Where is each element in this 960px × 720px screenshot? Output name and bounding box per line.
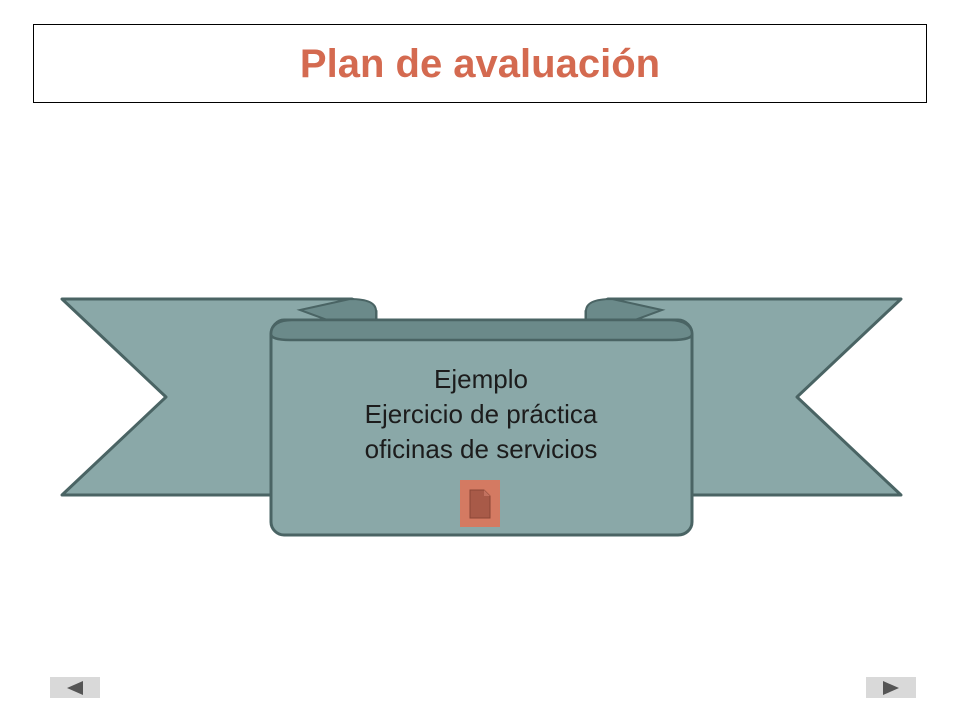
ribbon-top-curl	[269, 318, 694, 342]
banner-line-offices: oficinas de servicios	[364, 434, 598, 464]
banner-text: Ejemplo Ejercicio de práctica oficinas d…	[272, 362, 690, 467]
slide-title: Plan de avaluación	[299, 41, 661, 86]
banner-line-example: Ejemplo	[434, 364, 528, 394]
document-link-button[interactable]	[460, 480, 500, 527]
next-slide-button[interactable]	[866, 677, 916, 698]
title-box: Plan de avaluación	[33, 24, 927, 103]
banner-line-exercise: Ejercicio de práctica	[364, 399, 598, 429]
triangle-right-icon	[883, 680, 899, 695]
triangle-left-icon	[67, 680, 83, 695]
previous-slide-button[interactable]	[50, 677, 100, 698]
document-icon	[469, 489, 491, 518]
